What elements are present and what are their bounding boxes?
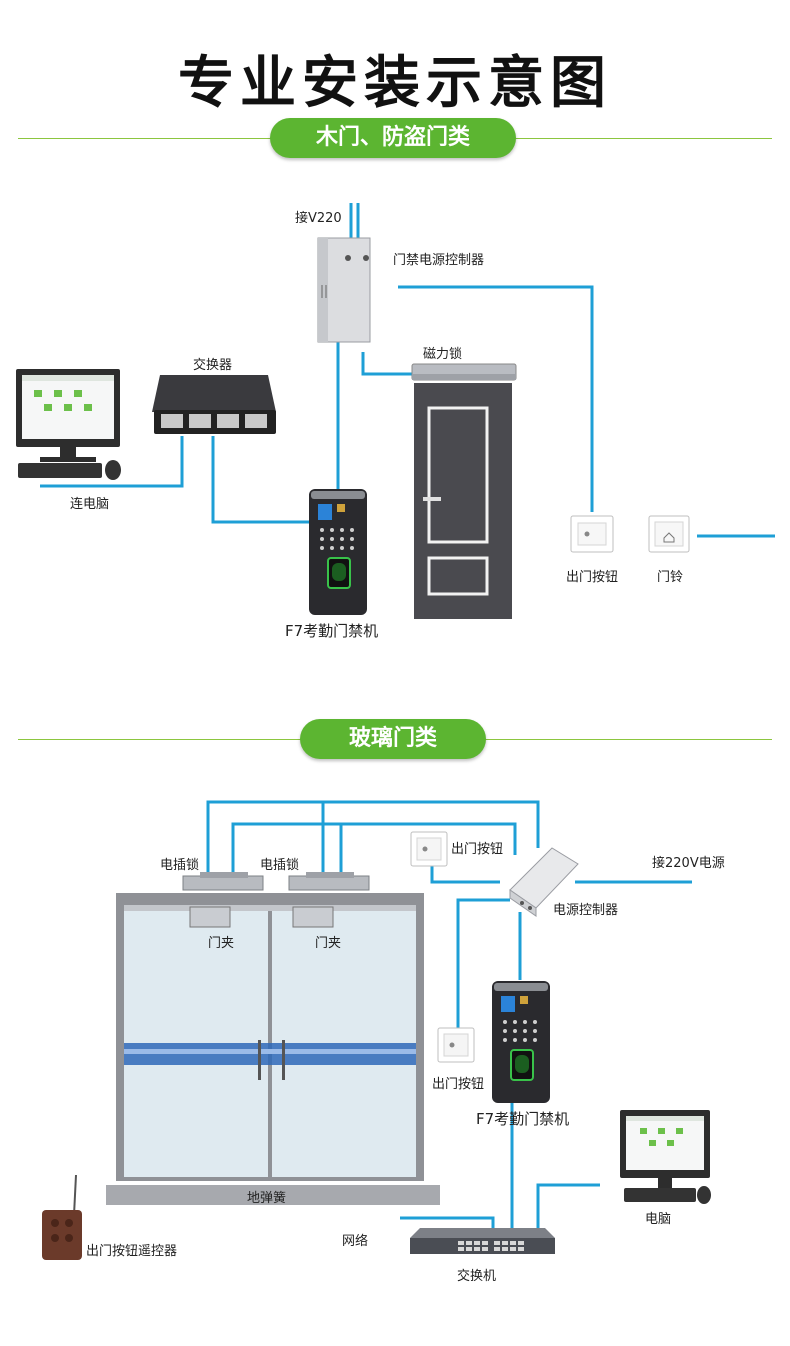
switch-to-pc-wire bbox=[40, 436, 184, 488]
bolt-lock-icon bbox=[288, 872, 370, 891]
switch-icon bbox=[152, 375, 276, 434]
controller-to-exit-button-wire bbox=[398, 285, 594, 512]
label-pc: 电脑 bbox=[645, 1212, 672, 1227]
label-exit-button-mid: 出门按钮 bbox=[432, 1077, 485, 1092]
wiring bbox=[206, 800, 692, 1230]
label-exit-button: 出门按钮 bbox=[566, 570, 619, 585]
wiring bbox=[40, 203, 775, 538]
label-door-clamp-2: 门夹 bbox=[315, 936, 342, 951]
label-door-clamp-1: 门夹 bbox=[208, 936, 235, 951]
page-title: 专业安装示意图 bbox=[178, 51, 612, 116]
label-floor-spring: 地弹簧 bbox=[247, 1191, 287, 1206]
door-icon bbox=[414, 383, 512, 619]
power-controller-icon bbox=[317, 237, 371, 343]
remote-control-icon bbox=[42, 1174, 82, 1260]
label-bolt-lock-2: 电插锁 bbox=[260, 858, 300, 873]
bolt-lock-icon bbox=[182, 872, 264, 891]
label-network: 网络 bbox=[342, 1234, 369, 1249]
wood-door-diagram bbox=[16, 203, 775, 619]
exit-button-top-wire bbox=[430, 865, 500, 884]
label-bolt-lock-1: 电插锁 bbox=[160, 858, 200, 873]
controller-to-lock-wire bbox=[361, 352, 418, 376]
exit-button-mid-wire bbox=[456, 898, 510, 1032]
access-terminal-icon bbox=[309, 489, 367, 615]
label-exit-button-top: 出门按钮 bbox=[451, 842, 504, 857]
label-terminal: F7考勤门禁机 bbox=[476, 1110, 570, 1128]
label-power-controller: 电源控制器 bbox=[553, 903, 619, 918]
switch-to-terminal-wire bbox=[211, 436, 310, 524]
label-pc: 连电脑 bbox=[70, 497, 110, 512]
glass-door-icon bbox=[106, 893, 440, 1205]
label-terminal: F7考勤门禁机 bbox=[285, 622, 379, 640]
label-power-controller: 门禁电源控制器 bbox=[393, 253, 485, 268]
label-remote: 出门按钮遥控器 bbox=[86, 1244, 178, 1259]
glass-door-diagram bbox=[42, 800, 711, 1260]
section-heading-glass-door: 玻璃门类 bbox=[300, 719, 486, 759]
inner-loop-wire bbox=[231, 822, 517, 875]
label-power-220: 接220V电源 bbox=[652, 856, 725, 871]
label-doorbell: 门铃 bbox=[657, 570, 684, 585]
power-controller-icon bbox=[509, 847, 579, 917]
access-terminal-icon bbox=[492, 981, 550, 1103]
exit-button-icon bbox=[570, 515, 614, 553]
label-v220: 接V220 bbox=[295, 211, 342, 226]
doorbell-icon bbox=[648, 515, 690, 553]
network-switch-icon bbox=[410, 1228, 555, 1254]
top-loop-wire bbox=[206, 800, 540, 875]
section-heading-wood-door: 木门、防盗门类 bbox=[270, 118, 516, 158]
label-magnetic-lock: 磁力锁 bbox=[423, 347, 463, 362]
magnetic-lock-icon bbox=[411, 363, 517, 381]
network-wire bbox=[400, 1216, 495, 1230]
monitor-icon bbox=[16, 369, 121, 480]
exit-button-icon bbox=[410, 831, 448, 867]
label-switch: 交换器 bbox=[193, 358, 233, 373]
label-switch: 交换机 bbox=[457, 1269, 497, 1284]
switch-to-pc-wire bbox=[536, 1183, 600, 1230]
exit-button-icon bbox=[437, 1027, 475, 1063]
monitor-icon bbox=[620, 1110, 711, 1204]
